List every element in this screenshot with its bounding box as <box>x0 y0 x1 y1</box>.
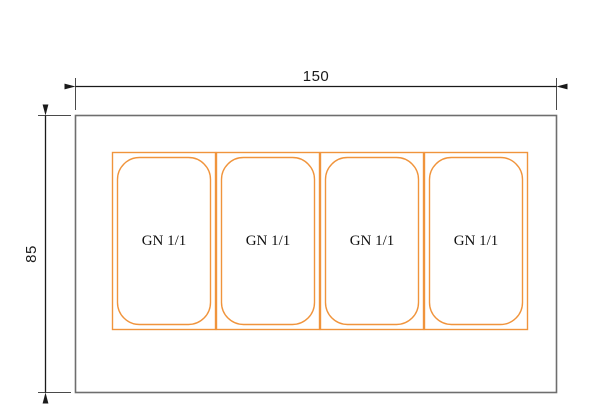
gn-pan-3[interactable]: GN 1/1 <box>319 151 425 331</box>
gn-pan-3-inner-rect <box>324 156 420 326</box>
gn-pan-4-inner-rect <box>428 156 524 326</box>
gn-pan-1[interactable]: GN 1/1 <box>111 151 217 331</box>
gn-pan-3-outer-rect <box>319 151 425 331</box>
gn-pan-4[interactable]: GN 1/1 <box>423 151 529 331</box>
gn-pan-1-label: GN 1/1 <box>142 233 187 249</box>
gn-pan-4-label: GN 1/1 <box>454 233 499 249</box>
counter-body-outline <box>74 114 558 394</box>
gn-pan-2-inner-rect <box>220 156 316 326</box>
width-dimension-label: 150 <box>303 68 330 85</box>
gn-pan-3-label: GN 1/1 <box>350 233 395 249</box>
gn-pan-2-outer-rect <box>215 151 321 331</box>
gn-pan-2[interactable]: GN 1/1 <box>215 151 321 331</box>
gn-pan-2-label: GN 1/1 <box>246 233 291 249</box>
gn-pan-1-outer-rect <box>111 151 217 331</box>
width-dimension: 150 <box>64 68 568 110</box>
gn-pan-1-inner-rect <box>116 156 212 326</box>
gn-pan-4-outer-rect <box>423 151 529 331</box>
height-dimension-label: 85 <box>23 245 40 263</box>
height-dimension: 85 <box>23 104 71 404</box>
